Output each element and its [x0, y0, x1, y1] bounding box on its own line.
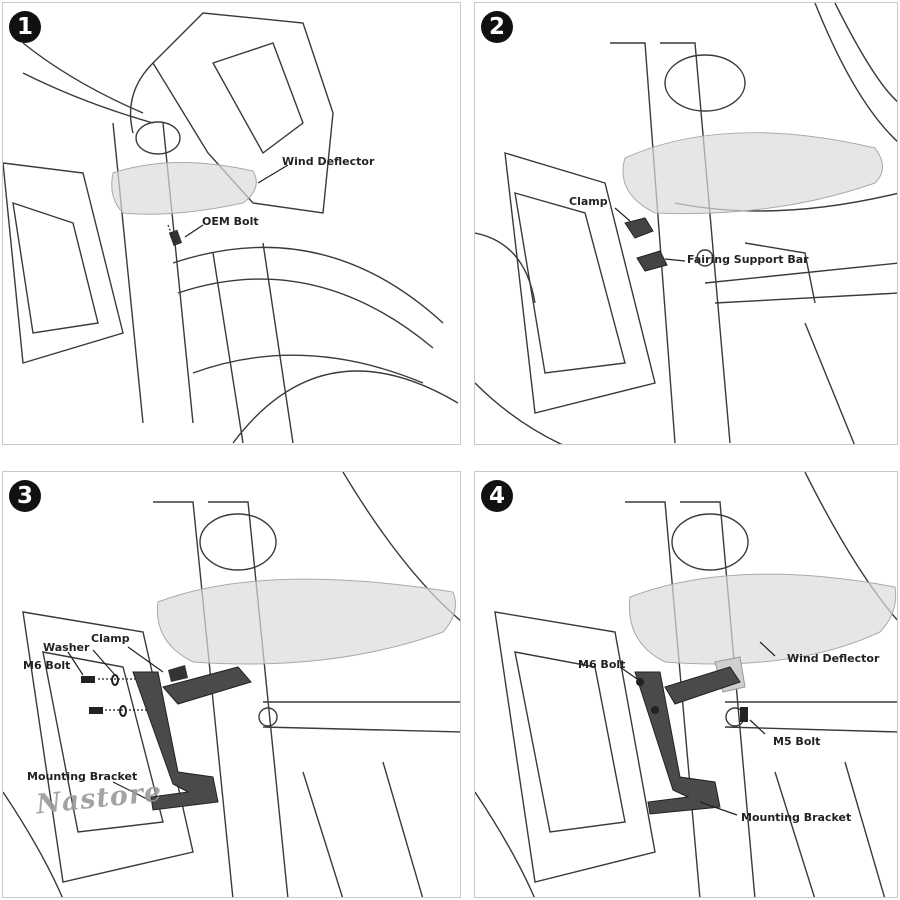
wind-deflector-shape [622, 132, 883, 215]
bracket-arm-shape [162, 666, 252, 705]
step-3-line-art [3, 472, 460, 897]
oem-bolt-label: OEM Bolt [202, 215, 259, 228]
mounting-bracket-shape [132, 671, 219, 811]
step-4-panel: 4 M6 Bolt Wind Deflector M5 Bolt Mountin… [474, 471, 898, 898]
step-4-line-art [475, 472, 897, 897]
m6-bolt-label: M6 Bolt [23, 659, 71, 672]
step-1-panel: 1 Wind Deflector OEM Bolt [2, 2, 461, 445]
clamp-label: Clamp [91, 632, 130, 645]
m6-bolt-label: M6 Bolt [578, 658, 626, 671]
clamp-icon [168, 665, 188, 682]
mounting-bracket-label: Mounting Bracket [27, 770, 138, 783]
m5-bolt-label: M5 Bolt [773, 735, 821, 748]
wind-deflector-label: Wind Deflector [787, 652, 880, 665]
wind-deflector-shape [628, 573, 897, 665]
fairing-support-bar-icon [636, 250, 668, 272]
washer-label: Washer [43, 641, 90, 654]
step-number-badge: 2 [481, 11, 513, 43]
m6-bolt-icon [636, 678, 659, 714]
step-2-line-art [475, 3, 897, 444]
step-number-badge: 3 [9, 480, 41, 512]
wind-deflector-shape [156, 578, 456, 665]
oem-bolt-icon [168, 229, 183, 246]
m5-bolt-icon [740, 707, 748, 722]
clamp-icon [624, 217, 654, 239]
clamp-label: Clamp [569, 195, 608, 208]
step-number-badge: 4 [481, 480, 513, 512]
wind-deflector-label: Wind Deflector [282, 155, 375, 168]
step-1-line-art [3, 12, 459, 444]
step-3-panel: 3 Washer Clamp M6 Bolt Mounting Bracket [2, 471, 461, 898]
step-2-panel: 2 Clamp Fairing Support Bar [474, 2, 898, 445]
bracket-arm-shape [664, 666, 741, 705]
fairing-support-bar-label: Fairing Support Bar [687, 253, 809, 266]
step-number-badge: 1 [9, 11, 41, 43]
wind-deflector-shape [111, 162, 257, 215]
mounting-bracket-label: Mounting Bracket [741, 811, 852, 824]
m6-bolt-icon [81, 676, 103, 714]
